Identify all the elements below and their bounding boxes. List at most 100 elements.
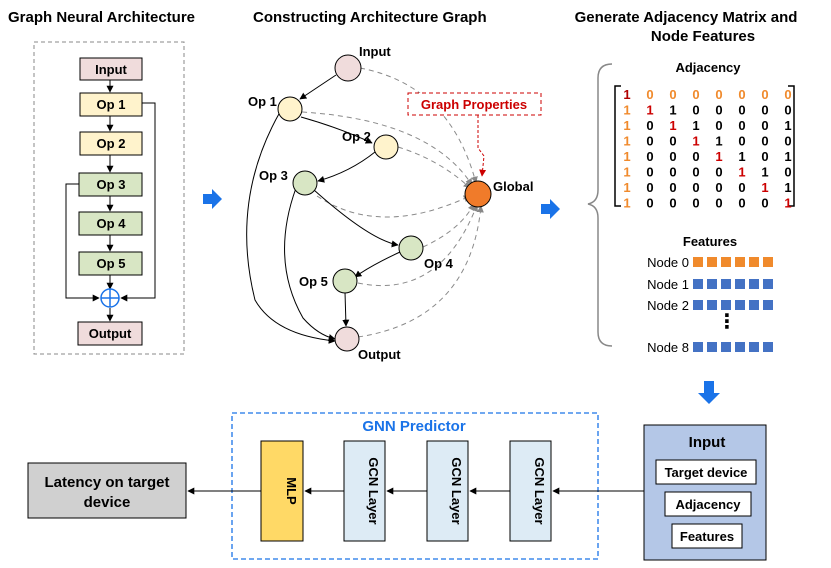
matrix-cell: 0 [715,118,722,133]
features-title: Features [683,234,737,249]
matrix-cell: 0 [715,180,722,195]
matrix-cell: 1 [761,165,768,180]
feature-cell [707,257,717,267]
node-label-op2: Op 2 [342,129,371,144]
matrix-cell: 1 [715,134,722,149]
matrix-cell: 1 [623,149,630,164]
gcn-layer-1 [343,440,386,542]
edge-global-op5 [357,204,478,287]
matrix-cell: 1 [623,118,630,133]
matrix-cell: 0 [738,118,745,133]
matrix-cell: 0 [738,196,745,211]
edge-global-output [357,205,484,338]
matrix-cell: 0 [784,165,791,180]
matrix-cell: 1 [784,196,791,211]
edge-op1-output [246,111,336,344]
gcn-layer-3 [509,440,552,542]
matrix-cell: 1 [738,165,745,180]
matrix-cell: 0 [738,103,745,118]
edge-op4-op5 [354,251,401,278]
matrix-cell: 0 [715,87,722,102]
arch-box-op1 [79,92,143,117]
edge-global-op3 [316,195,471,218]
feature-cell [763,342,773,352]
feature-cell [763,257,773,267]
matrix-cell: 0 [669,134,676,149]
arch-box-op2 [79,131,143,156]
matrix-cell: 1 [784,180,791,195]
edge-op3-output [284,187,336,341]
matrix-cell: 0 [692,165,699,180]
panel-gnn-predictor: Input Target device Adjacency Features G… [27,412,767,561]
matrix-cell: 0 [646,196,653,211]
gcn-layer-2-label: GCN Layer [449,457,464,524]
panel-title-graph: Constructing Architecture Graph [253,9,487,26]
panel-title-architecture: Graph Neural Architecture [8,9,195,26]
feature-cell [749,300,759,310]
skip-op1-sum [120,102,156,302]
feature-cell [721,342,731,352]
matrix-cell: 0 [738,134,745,149]
matrix-cell: 0 [692,103,699,118]
matrix-cell: 0 [692,196,699,211]
node-op5 [332,268,358,294]
graph-properties-arrow [477,115,487,177]
feature-cell [693,257,703,267]
matrix-cell: 1 [623,196,630,211]
node-op1 [277,96,303,122]
feature-cell [749,342,759,352]
feature-row-label: Node 1 [647,277,689,292]
feature-cell [693,300,703,310]
node-label-op5: Op 5 [299,274,328,289]
arch-label-output: Output [89,326,132,341]
grouping-brace [587,63,613,347]
matrix-cell: 0 [646,87,653,102]
matrix-cell: 0 [646,165,653,180]
matrix-cell: 1 [623,165,630,180]
matrix-cell: 0 [669,180,676,195]
matrix-cell: 1 [692,134,699,149]
matrix-cell: 1 [623,134,630,149]
feature-cell [707,300,717,310]
feature-cell [763,279,773,289]
matrix-cell: 1 [784,149,791,164]
mlp-block [260,440,304,542]
edge-global-op2 [397,146,471,189]
feature-cell [749,257,759,267]
latency-output-line2: device [84,494,131,511]
panel-graph-neural-architecture: Graph Neural Architecture Input Op 1 Op … [8,9,195,355]
panel-constructing-graph: Constructing Architecture Graph Graph Pr… [246,9,542,362]
matrix-cell: 1 [646,103,653,118]
arch-label-op5: Op 5 [97,256,126,271]
arch-label-input: Input [95,62,127,77]
matrix-cell: 1 [669,103,676,118]
edge-input-op1 [299,74,337,100]
feature-row-label: Node 8 [647,340,689,355]
matrix-cell: 0 [669,196,676,211]
matrix-cell: 0 [738,87,745,102]
matrix-cell: 0 [669,149,676,164]
node-global [464,180,492,208]
matrix-cell: 0 [761,118,768,133]
latency-output-box [27,462,187,519]
latency-output-line1: Latency on target [44,474,169,491]
arch-label-op1: Op 1 [97,97,126,112]
feature-row-label: Node 0 [647,255,689,270]
edge-global-op4 [422,203,475,248]
feature-cell [721,257,731,267]
matrix-cell: 0 [646,118,653,133]
matrix-cell: 0 [669,165,676,180]
matrix-cell: 0 [784,87,791,102]
matrix-cell: 1 [738,149,745,164]
matrix-cell: 0 [761,149,768,164]
feature-cell [735,342,745,352]
matrix-cell: 0 [692,180,699,195]
node-output [334,326,360,352]
node-input [334,54,362,82]
feature-row-label: Node 2 [647,298,689,313]
matrix-cell: 1 [623,180,630,195]
node-label-op1: Op 1 [248,94,277,109]
feature-matrix: Node 0 Node 1 Node 2 Node 8 [647,255,773,355]
